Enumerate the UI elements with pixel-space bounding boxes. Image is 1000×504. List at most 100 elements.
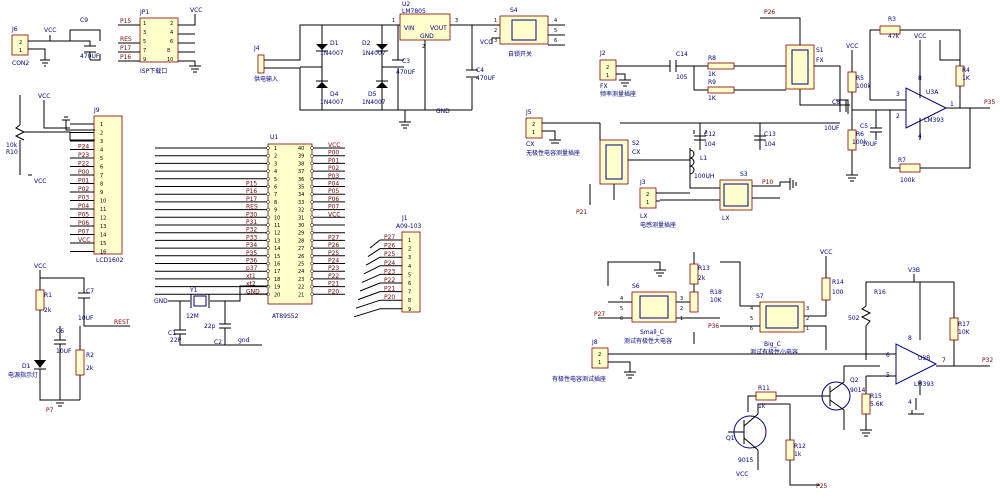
svg-text:1: 1 xyxy=(494,18,497,24)
svg-text:5: 5 xyxy=(554,28,557,34)
svg-text:100UH: 100UH xyxy=(694,173,714,180)
j1-net: P22 xyxy=(384,277,395,284)
svg-text:1: 1 xyxy=(646,200,649,206)
svg-text:1: 1 xyxy=(680,316,683,322)
j9-pin: 9 xyxy=(100,190,103,196)
u1-pin-left: 16 xyxy=(274,262,280,268)
u1-pin-left: 19 xyxy=(274,285,280,291)
svg-text:R10: R10 xyxy=(6,149,18,156)
svg-text:C6: C6 xyxy=(56,328,64,335)
u1-pin-left: 3 xyxy=(274,161,277,167)
svg-text:1K: 1K xyxy=(962,75,971,82)
j9-pin: 2 xyxy=(100,131,103,137)
j1-pin: 2 xyxy=(408,247,411,253)
svg-text:C5: C5 xyxy=(860,123,868,130)
svg-text:1: 1 xyxy=(806,326,809,332)
svg-text:2: 2 xyxy=(896,113,900,120)
u1-pin-left: 7 xyxy=(274,192,277,198)
j1-pin: 6 xyxy=(408,281,411,287)
c9-ref: C9 xyxy=(80,17,88,24)
svg-text:R12: R12 xyxy=(794,443,806,450)
u1-net-left: P30 xyxy=(246,211,257,218)
u1-net-right: P06 xyxy=(328,196,339,203)
u1-net-left: P32 xyxy=(246,227,257,234)
j9-pin: 10 xyxy=(100,199,106,205)
svg-text:1: 1 xyxy=(143,21,146,27)
svg-text:4: 4 xyxy=(554,18,557,24)
svg-text:2: 2 xyxy=(19,40,22,46)
j9-net: P06 xyxy=(78,220,89,227)
d4-diode-icon xyxy=(316,82,328,88)
frequency-section: J2 2 1 FX 频率测量插座 C14 105 R8 1K R9 1K P26… xyxy=(599,9,850,106)
svg-text:L1: L1 xyxy=(700,155,707,162)
d5-diode-icon xyxy=(376,82,388,88)
u1-net-left: GND xyxy=(246,288,260,295)
svg-text:C4: C4 xyxy=(476,67,484,74)
svg-text:VCC: VCC xyxy=(34,178,46,185)
svg-text:1: 1 xyxy=(19,48,22,54)
svg-text:Big_C: Big_C xyxy=(764,341,781,348)
u1-pin-left: 11 xyxy=(274,223,280,229)
u1-net-right: P25 xyxy=(328,250,339,257)
svg-text:C2: C2 xyxy=(214,339,222,346)
u1-pin-left: 10 xyxy=(274,215,280,221)
svg-text:P7: P7 xyxy=(46,407,54,414)
d1-diode-icon xyxy=(316,44,328,50)
svg-text:R8: R8 xyxy=(708,55,716,62)
j1-pin: 4 xyxy=(408,264,411,270)
j9-pin: 6 xyxy=(100,165,103,171)
svg-text:3: 3 xyxy=(494,38,497,44)
j9-lcd1602: J9 LCD1602 1234P245P236P227P008P019P0210… xyxy=(6,93,124,264)
j9-pin: 7 xyxy=(100,173,103,179)
svg-text:P35: P35 xyxy=(984,99,995,106)
svg-text:P25: P25 xyxy=(816,483,827,490)
svg-text:4: 4 xyxy=(620,296,623,302)
svg-text:LM393: LM393 xyxy=(924,117,944,124)
svg-text:100k: 100k xyxy=(852,139,867,146)
crystal-oscillator: GND Y1 12M C1 22P 22p C2 gnd xyxy=(154,285,268,346)
svg-text:FX: FX xyxy=(600,83,608,90)
u1-net-left: P35 xyxy=(246,250,257,257)
svg-text:S6: S6 xyxy=(632,283,640,290)
svg-text:2: 2 xyxy=(606,65,609,71)
svg-text:Q1: Q1 xyxy=(726,435,735,442)
u1-net-right: P23 xyxy=(328,265,339,272)
u1-net-left: P17 xyxy=(246,196,257,203)
svg-text:3: 3 xyxy=(680,296,683,302)
svg-text:Small_C: Small_C xyxy=(640,329,664,336)
u1-net-left: P16 xyxy=(246,188,257,195)
svg-text:频率测量插座: 频率测量插座 xyxy=(600,90,636,98)
u1-net-right: VCC xyxy=(328,211,340,218)
u1-pin-right: 23 xyxy=(298,277,304,283)
svg-text:6: 6 xyxy=(620,316,623,322)
svg-text:VCC: VCC xyxy=(914,33,926,40)
power-supply-section: J4 供电输入 D1 1N4007 D2 1N4007 D4 1N4007 D5… xyxy=(253,1,496,129)
svg-text:P15: P15 xyxy=(120,18,131,25)
svg-text:10K: 10K xyxy=(710,297,723,304)
svg-text:1K: 1K xyxy=(708,95,717,102)
u1-pin-right: 22 xyxy=(298,285,304,291)
svg-text:S2: S2 xyxy=(632,140,640,147)
svg-text:VOUT: VOUT xyxy=(430,25,447,32)
svg-text:VCC: VCC xyxy=(38,93,50,100)
svg-text:1N4007: 1N4007 xyxy=(320,50,344,57)
u1-net-right: P03 xyxy=(328,173,339,180)
svg-text:R13: R13 xyxy=(698,265,710,272)
svg-text:D2: D2 xyxy=(362,40,371,47)
svg-text:1k: 1k xyxy=(758,403,766,410)
svg-text:22p: 22p xyxy=(204,323,216,330)
svg-text:R14: R14 xyxy=(832,279,844,286)
j1-net: P23 xyxy=(384,268,395,275)
svg-text:P21: P21 xyxy=(576,209,587,216)
svg-text:R16: R16 xyxy=(874,289,886,296)
u1-pin-right: 30 xyxy=(298,223,304,229)
u1-net-right: P20 xyxy=(328,288,339,295)
j1-net: P20 xyxy=(384,294,395,301)
svg-text:VCC: VCC xyxy=(190,7,202,14)
u1-pin-left: 15 xyxy=(274,254,280,260)
j9-pin: 16 xyxy=(100,250,106,256)
j9-net: P23 xyxy=(78,152,89,159)
svg-text:5: 5 xyxy=(620,306,623,312)
j9-pin: 8 xyxy=(100,182,103,188)
